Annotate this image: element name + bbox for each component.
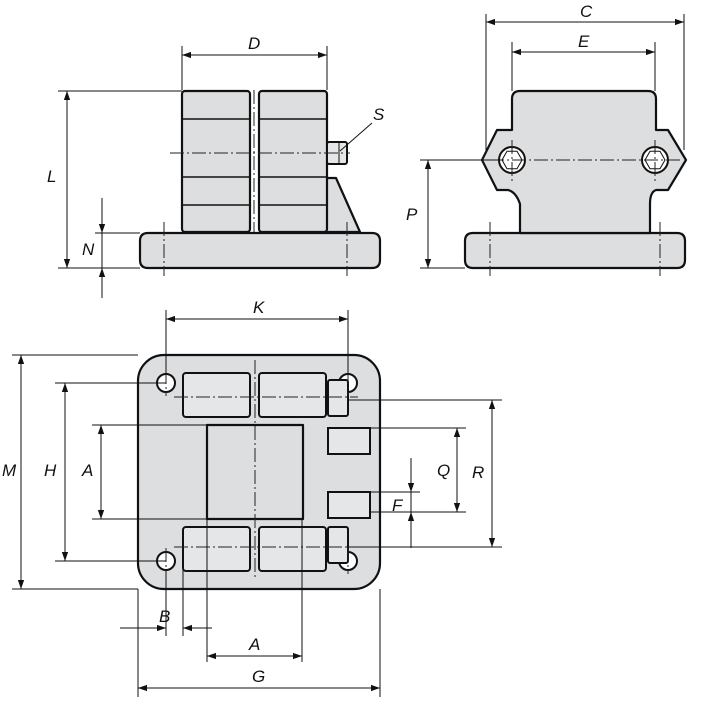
dim-label-G: G	[252, 667, 265, 686]
dim-label-L: L	[47, 167, 56, 186]
dim-label-R: R	[472, 463, 484, 482]
dim-label-C: C	[580, 2, 593, 21]
top-bolt-lower	[327, 526, 349, 564]
front-clamp-left	[180, 89, 252, 234]
top-side-tab-upper	[327, 427, 371, 455]
top-side-tab-lower	[327, 491, 371, 519]
top-view: K M H A R Q F B A G	[2, 298, 502, 697]
front-clamp-right	[257, 89, 329, 234]
dim-label-H: H	[44, 461, 57, 480]
dim-label-A-vertical: A	[81, 461, 93, 480]
side-view: C E P	[406, 2, 688, 276]
dim-label-P: P	[406, 205, 418, 224]
dim-label-K: K	[253, 298, 265, 317]
front-rib	[324, 176, 362, 234]
dim-label-B: B	[159, 607, 170, 626]
dim-label-F: F	[392, 496, 404, 515]
side-base-plate	[463, 231, 687, 270]
top-clamp-lower-right	[258, 526, 327, 572]
dim-label-Q: Q	[437, 461, 450, 480]
dim-label-A-horizontal: A	[248, 635, 260, 654]
front-view: D L N S	[47, 34, 385, 298]
side-clamp-body	[480, 89, 688, 235]
dim-label-M: M	[2, 461, 17, 480]
top-clamp-lower-left	[182, 526, 251, 572]
dim-label-N: N	[82, 240, 95, 259]
dim-label-D: D	[248, 34, 260, 53]
dim-label-S: S	[373, 105, 385, 124]
top-clamp-upper-left	[182, 372, 251, 418]
front-base-plate	[138, 231, 382, 270]
top-bolt-upper	[327, 379, 349, 417]
dim-label-E: E	[578, 32, 590, 51]
top-clamp-upper-right	[258, 372, 327, 418]
